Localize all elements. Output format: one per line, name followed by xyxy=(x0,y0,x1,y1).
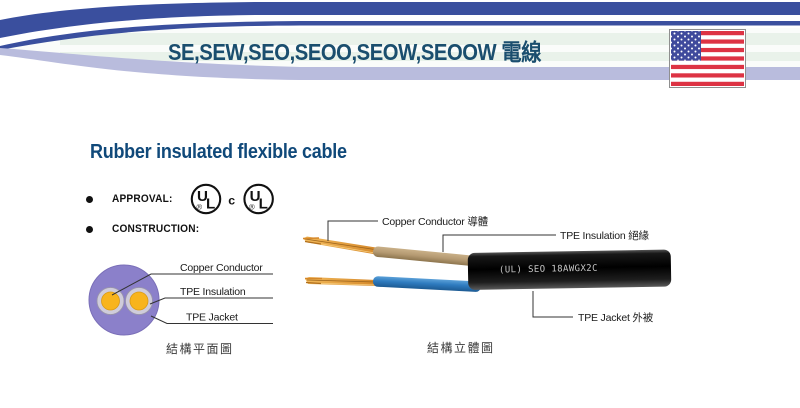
approval-row: APPROVAL: U L ® c U L ® xyxy=(86,182,280,216)
page-title: SE,SEW,SEO,SEOO,SEOW,SEOOW 電線 xyxy=(168,39,541,65)
band-blue-top xyxy=(0,2,800,38)
ul-u: U xyxy=(197,188,208,205)
jacket-leader xyxy=(150,315,273,324)
cul-l: L xyxy=(258,195,267,212)
wire-blue xyxy=(372,276,481,292)
conductor-circle-left xyxy=(101,291,120,311)
wire-tan xyxy=(372,246,475,266)
conductor-circle-right xyxy=(129,291,149,311)
jacket-label: TPE Jacket xyxy=(186,312,238,324)
cross-section-caption: 結構平面圖 xyxy=(166,342,234,356)
ul-registered: ® xyxy=(196,202,202,211)
insulation-leader xyxy=(442,234,556,252)
section-heading: Rubber insulated flexible cable xyxy=(90,141,347,163)
copper-strands-top xyxy=(302,236,379,255)
cul-logo-icon: c U L ® xyxy=(228,183,274,215)
cul-u: U xyxy=(249,188,260,205)
band-lavender xyxy=(0,48,800,80)
insulation-label: TPE Insulation xyxy=(180,286,246,298)
us-flag-icon xyxy=(669,29,746,88)
bullet-icon xyxy=(86,195,93,203)
cul-c: c xyxy=(228,194,235,208)
flag-stripes xyxy=(671,31,744,86)
cross-section-diagram: Copper Conductor TPE Insulation TPE Jack… xyxy=(88,262,273,356)
perspective-diagram: (UL) SEO 18AWGX2C Copper Conductor 導體 TP… xyxy=(302,215,672,355)
construction-label: CONSTRUCTION: xyxy=(112,223,200,235)
bullet-icon xyxy=(86,225,93,233)
jacket-label: TPE Jacket 外被 xyxy=(578,311,654,324)
conductor-label: Copper Conductor 導體 xyxy=(382,215,489,228)
copper-strands-bottom xyxy=(305,277,377,286)
ul-l: L xyxy=(206,195,215,212)
perspective-caption: 結構立體圖 xyxy=(427,340,495,355)
approval-label: APPROVAL: xyxy=(112,193,173,205)
band-blue-thin xyxy=(0,21,800,50)
conductor-label: Copper Conductor xyxy=(180,262,263,274)
conductor-leader xyxy=(327,220,378,241)
insulation-leader xyxy=(149,297,273,305)
cable-jacket xyxy=(467,249,672,290)
header-curves xyxy=(0,2,800,80)
cul-registered: ® xyxy=(249,202,255,211)
jacket-print-text: (UL) SEO 18AWGX2C xyxy=(499,264,598,276)
jacket-leader xyxy=(532,291,573,318)
construction-row: CONSTRUCTION: xyxy=(86,221,207,237)
insulation-label: TPE Insulation 絕緣 xyxy=(560,229,650,242)
ul-logo-icon: U L ® xyxy=(190,183,222,215)
conductor-leader xyxy=(111,273,273,296)
